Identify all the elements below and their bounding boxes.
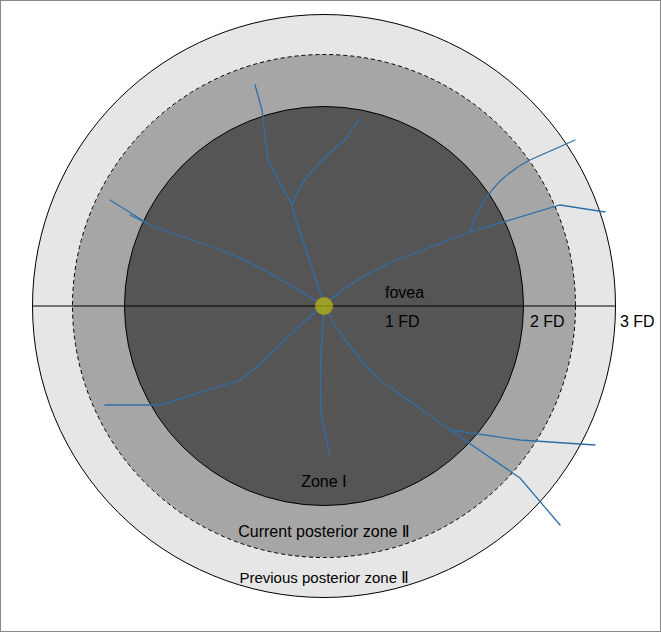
previous-zone-ii-circle: Previous posterior zone Ⅱ Current posteri… [32, 14, 616, 598]
zone-label: Current posterior zone Ⅱ [238, 523, 410, 541]
horizontal-meridian [32, 306, 616, 307]
current-zone-ii-circle: Current posterior zone Ⅱ Zone Ⅰ [72, 54, 576, 558]
fovea-dot [315, 297, 333, 315]
fovea-label: fovea [385, 284, 424, 302]
zone-i-circle: Zone Ⅰ [124, 106, 524, 506]
distance-label: 2 FD [530, 313, 565, 331]
distance-label: 1 FD [385, 313, 420, 331]
retinal-vessels [105, 85, 605, 525]
zone-label: Previous posterior zone Ⅱ [239, 569, 408, 586]
zone-label: Zone Ⅰ [301, 473, 347, 491]
circle-outline [124, 106, 524, 506]
distance-label: 3 FD [620, 313, 655, 331]
